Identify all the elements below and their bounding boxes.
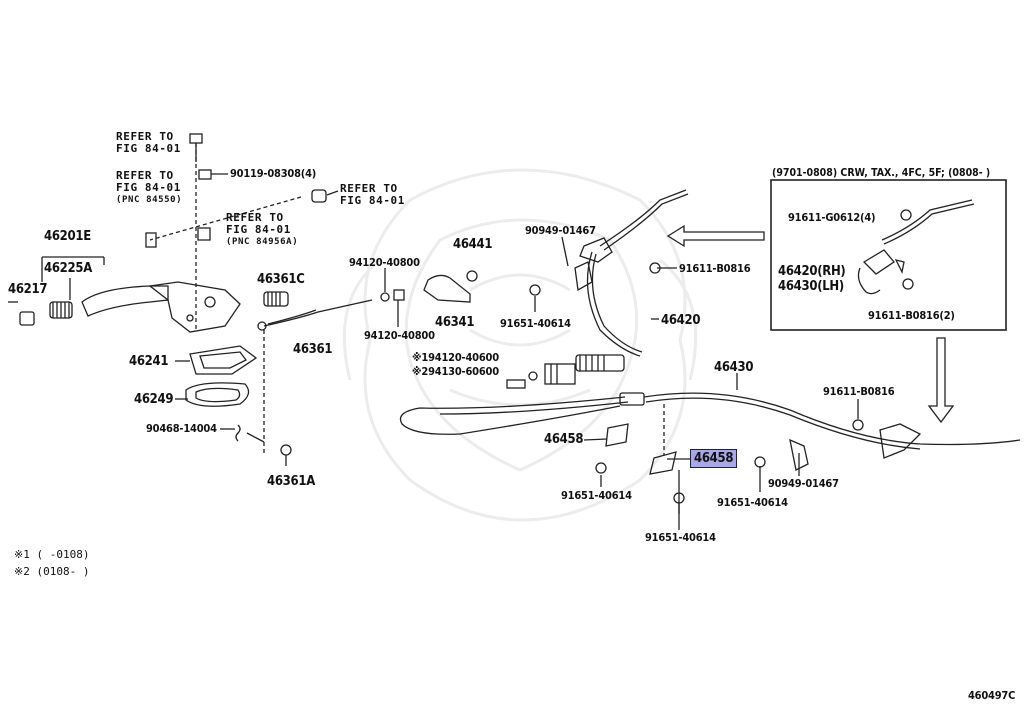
inset-cable-top <box>881 199 973 241</box>
part-label[interactable]: 90119-08308(4) <box>230 167 317 180</box>
refer-to-label-1: REFER TO FIG 84-01 <box>116 131 181 155</box>
refer-line: REFER TO <box>116 169 174 182</box>
inset-part-label[interactable]: 46430(LH) <box>778 279 844 294</box>
part-label[interactable]: 90468-14004 <box>146 422 217 435</box>
lever-body <box>148 281 241 333</box>
part-number: 94120-40600 <box>428 351 499 364</box>
watermark-crest <box>342 168 698 522</box>
refer-line: REFER TO <box>340 182 398 195</box>
part-label-marked[interactable]: ※294130-60600 <box>412 366 499 377</box>
rod-46361 <box>263 299 373 327</box>
part-label[interactable]: 46361C <box>257 272 305 287</box>
refer-fig-link[interactable]: FIG 84-01 <box>226 223 292 236</box>
cable-end-bracket <box>879 423 922 459</box>
refer-fig-link[interactable]: FIG 84-01 <box>116 181 182 194</box>
part-label[interactable]: 91651-40614 <box>645 531 716 544</box>
part-label[interactable]: 46458 <box>544 432 584 447</box>
cable-46430 <box>643 392 1021 446</box>
note-mark: ※2 <box>412 365 429 378</box>
part-label[interactable]: 46361 <box>293 342 333 357</box>
part-label[interactable]: 46217 <box>8 282 48 297</box>
part-label[interactable]: 91611-B0816 <box>823 385 895 398</box>
part-label[interactable]: 91651-40614 <box>561 489 632 502</box>
inset-part-label[interactable]: 91611-B0816(2) <box>868 309 955 322</box>
inset-frame <box>770 179 1007 331</box>
cable-upper <box>599 189 687 247</box>
inset-part-label[interactable]: 46420(RH) <box>778 264 846 279</box>
refer-line: REFER TO <box>116 130 174 143</box>
cable-46420 <box>586 251 641 357</box>
part-label[interactable]: 46249 <box>134 392 174 407</box>
part-number: 94130-60600 <box>428 365 499 378</box>
part-label[interactable]: 46361A <box>267 474 315 489</box>
part-label[interactable]: 46241 <box>129 354 169 369</box>
part-label[interactable]: 46420 <box>661 313 701 328</box>
refer-pnc: (PNC 84956A) <box>226 237 299 247</box>
part-label[interactable]: 94120-40800 <box>364 329 435 342</box>
diagram-lines <box>8 133 1021 530</box>
figure-id: 460497C <box>968 689 1016 702</box>
inset-title: (9701-0808) CRW, TAX., 4FC, 5F; (0808- ) <box>772 167 991 179</box>
part-label[interactable]: 94120-40800 <box>349 256 420 269</box>
arrow-from-inset <box>927 337 955 424</box>
footnote-1: ※1 ( -0108) <box>14 548 90 561</box>
arrow-to-inset <box>666 224 765 248</box>
part-label[interactable]: 91651-40614 <box>500 317 571 330</box>
refer-to-label-2: REFER TO FIG 84-01 (PNC 84550) <box>116 170 182 206</box>
note-mark: ※1 <box>412 351 429 364</box>
part-label[interactable]: 46430 <box>714 360 754 375</box>
lever-knob <box>19 311 35 326</box>
boot-46249 <box>185 382 250 407</box>
refer-line: REFER TO <box>226 211 284 224</box>
plate-46241 <box>189 345 258 375</box>
footnote-2: ※2 (0108- ) <box>14 565 90 578</box>
refer-fig-link[interactable]: FIG 84-01 <box>116 142 182 155</box>
clip-46458-b <box>649 451 677 475</box>
refer-to-label-4: REFER TO FIG 84-01 (PNC 84956A) <box>226 212 298 248</box>
part-label[interactable]: 91651-40614 <box>717 496 788 509</box>
part-label[interactable]: 90949-01467 <box>768 477 839 490</box>
refer-pnc: (PNC 84550) <box>116 195 183 205</box>
highlighted-part-label[interactable]: 46458 <box>690 449 738 468</box>
part-label[interactable]: 46341 <box>435 315 475 330</box>
part-label[interactable]: 90949-01467 <box>525 224 596 237</box>
clip-46458-a <box>605 423 629 447</box>
part-label[interactable]: 46225A <box>44 261 92 276</box>
bracket-46341 <box>423 274 471 303</box>
bracket-90949 <box>574 261 593 292</box>
part-label[interactable]: 46201E <box>44 229 91 244</box>
inset-part-label[interactable]: 91611-G0612(4) <box>788 211 876 224</box>
refer-fig-link[interactable]: FIG 84-01 <box>340 194 406 207</box>
refer-to-label-3: REFER TO FIG 84-01 <box>340 183 405 207</box>
part-label[interactable]: 91611-B0816 <box>679 262 751 275</box>
dash-leader <box>149 196 302 241</box>
part-label-marked[interactable]: ※194120-40600 <box>412 352 499 363</box>
cable-loop <box>399 396 626 435</box>
part-label[interactable]: 46441 <box>453 237 493 252</box>
